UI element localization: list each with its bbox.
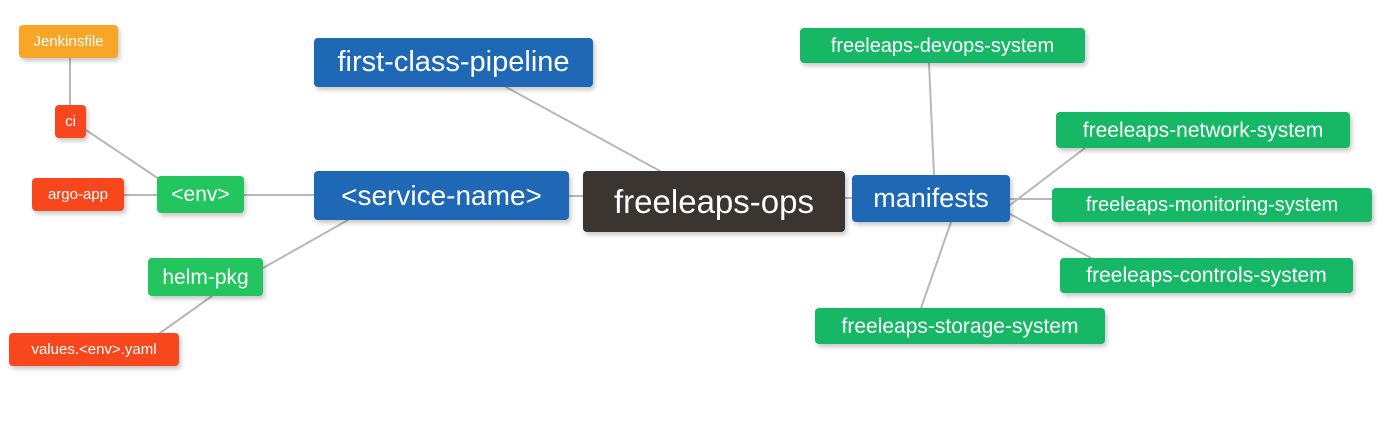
node-label-freeleaps-devops-system: freeleaps-devops-system xyxy=(830,34,1055,57)
node-env[interactable]: <env> xyxy=(157,176,244,213)
node-values-env-yaml[interactable]: values.<env>.yaml xyxy=(9,333,179,366)
node-label-freeleaps-storage-system: freeleaps-storage-system xyxy=(841,314,1079,338)
node-label-argo-app: argo-app xyxy=(47,186,109,203)
node-label-freeleaps-monitoring-system: freeleaps-monitoring-system xyxy=(1085,194,1339,216)
node-freeleaps-ops[interactable]: freeleaps-ops xyxy=(583,171,845,232)
node-ci[interactable]: ci xyxy=(55,105,86,138)
edge-ci-to-env xyxy=(85,129,163,182)
node-label-service-name: <service-name> xyxy=(341,179,542,211)
node-service-name[interactable]: <service-name> xyxy=(314,171,569,220)
node-jenkinsfile[interactable]: Jenkinsfile xyxy=(19,25,118,58)
node-freeleaps-monitoring-system[interactable]: freeleaps-monitoring-system xyxy=(1052,188,1372,222)
node-label-first-class-pipeline: first-class-pipeline xyxy=(337,46,570,78)
node-argo-app[interactable]: argo-app xyxy=(32,178,124,211)
edge-manifests-to-freeleaps-devops-system xyxy=(928,62,935,176)
node-helm-pkg[interactable]: helm-pkg xyxy=(148,258,263,296)
node-label-values-env-yaml: values.<env>.yaml xyxy=(31,341,157,358)
edge-values-env-yaml-to-helm-pkg xyxy=(159,295,213,334)
node-label-freeleaps-controls-system: freeleaps-controls-system xyxy=(1086,264,1327,287)
node-label-freeleaps-ops: freeleaps-ops xyxy=(614,183,814,220)
node-label-freeleaps-network-system: freeleaps-network-system xyxy=(1082,118,1324,142)
node-freeleaps-storage-system[interactable]: freeleaps-storage-system xyxy=(815,308,1105,344)
edge-first-class-pipeline-to-freeleaps-ops xyxy=(505,86,661,172)
node-freeleaps-devops-system[interactable]: freeleaps-devops-system xyxy=(800,28,1085,63)
node-label-manifests: manifests xyxy=(873,183,989,213)
node-label-helm-pkg: helm-pkg xyxy=(162,265,249,289)
node-manifests[interactable]: manifests xyxy=(852,175,1010,222)
node-label-ci: ci xyxy=(65,113,76,130)
node-freeleaps-network-system[interactable]: freeleaps-network-system xyxy=(1056,112,1350,148)
node-freeleaps-controls-system[interactable]: freeleaps-controls-system xyxy=(1060,258,1353,293)
node-label-env: <env> xyxy=(171,183,230,206)
edge-helm-pkg-to-service-name xyxy=(262,219,349,269)
edge-manifests-to-freeleaps-storage-system xyxy=(920,221,952,309)
node-first-class-pipeline[interactable]: first-class-pipeline xyxy=(314,38,593,87)
node-label-jenkinsfile: Jenkinsfile xyxy=(33,33,104,50)
